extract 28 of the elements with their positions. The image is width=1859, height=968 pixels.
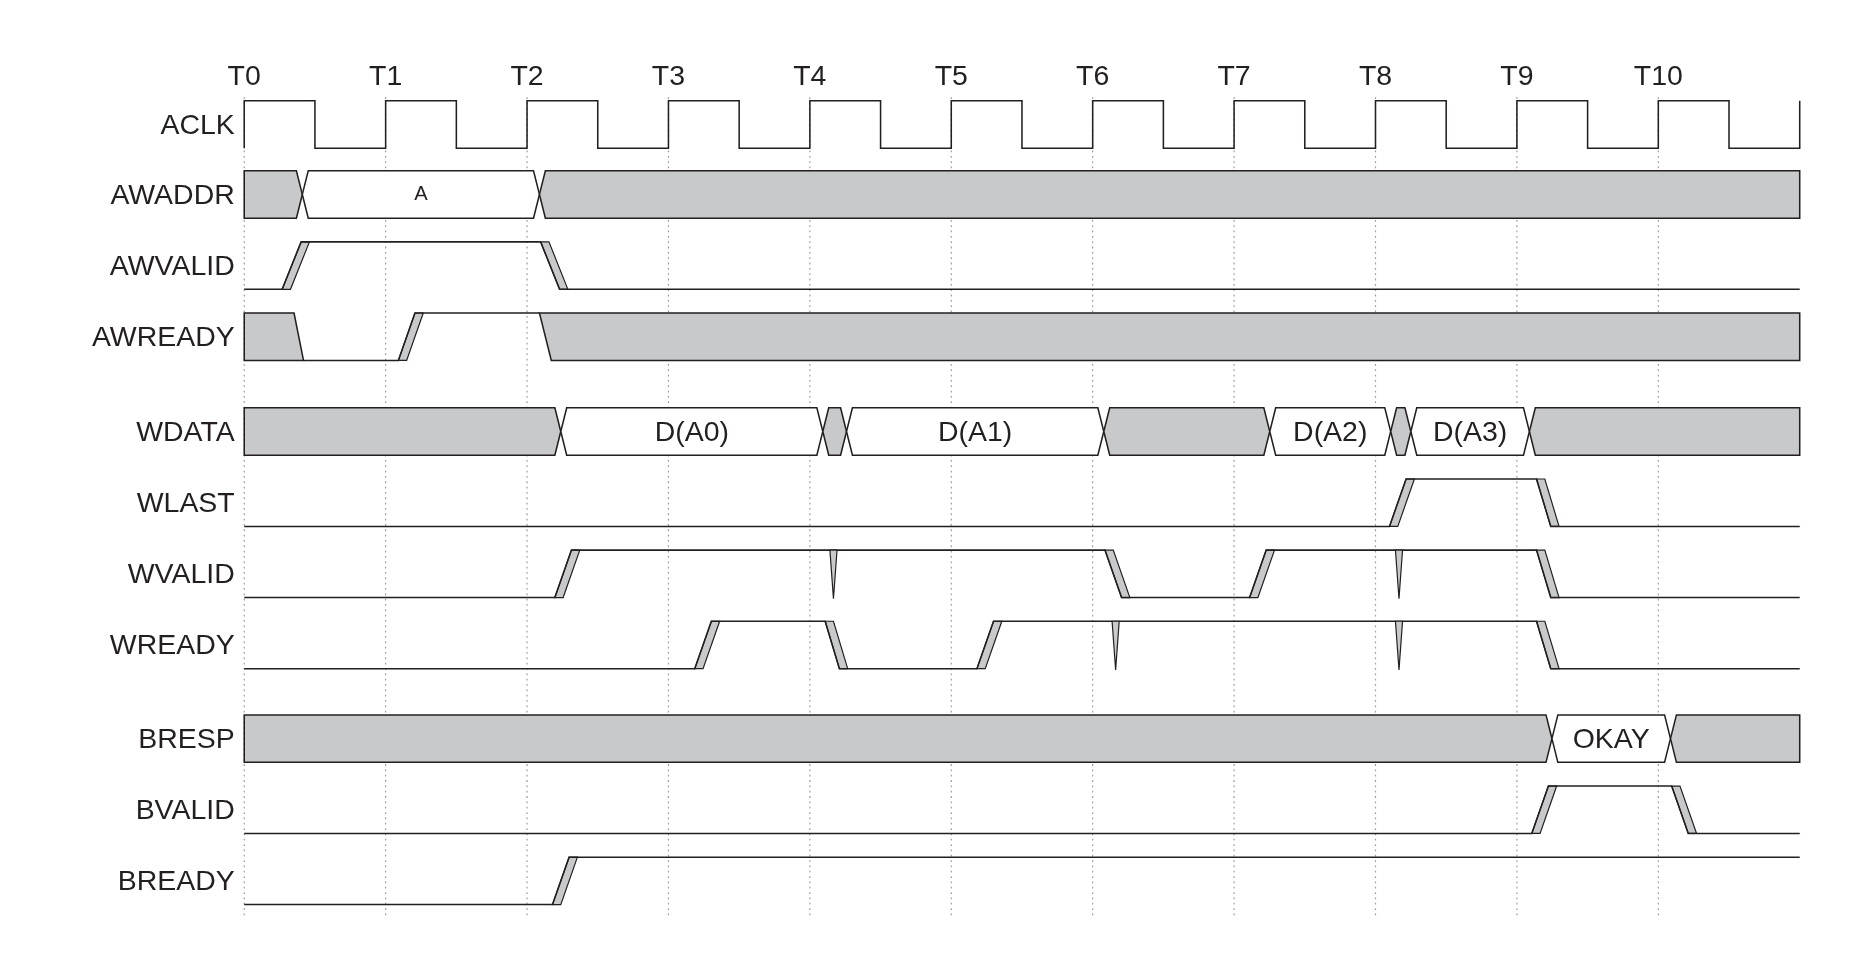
clock-tick-label: T0 <box>227 59 261 93</box>
clock-tick-label: T6 <box>1076 59 1110 93</box>
bus-value-label: D(A2) <box>1293 414 1368 449</box>
signal-name-label: BVALID <box>135 793 235 827</box>
clock-tick-label: T7 <box>1217 59 1251 93</box>
clock-tick-label: T10 <box>1633 59 1683 93</box>
clock-tick-label: T4 <box>793 59 827 93</box>
bus-value-label: D(A0) <box>654 414 729 449</box>
bus-value-label: OKAY <box>1572 722 1650 756</box>
signal-name-label: BRESP <box>138 722 235 756</box>
signal-name-label: WLAST <box>136 486 235 520</box>
bus-value-label: A <box>414 181 428 208</box>
clock-tick-label: T2 <box>510 59 544 93</box>
bus-value-label: D(A3) <box>1433 414 1508 449</box>
signal-name-label: WDATA <box>136 414 235 449</box>
clock-tick-label: T9 <box>1500 59 1534 93</box>
clock-tick-label: T8 <box>1358 59 1393 93</box>
signal-name-label: AWREADY <box>91 320 235 354</box>
signal-name-label: BREADY <box>117 864 235 898</box>
clock-tick-label: T5 <box>934 59 968 93</box>
signal-name-label: ACLK <box>160 107 235 142</box>
signal-name-label: WREADY <box>109 628 235 662</box>
signal-name-label: AWVALID <box>109 248 235 283</box>
bus-value-label: D(A1) <box>938 414 1013 449</box>
clock-tick-label: T1 <box>369 59 403 93</box>
signal-name-label: WVALID <box>127 557 235 591</box>
signal-name-label: AWADDR <box>110 177 235 212</box>
clock-tick-label: T3 <box>651 59 686 93</box>
